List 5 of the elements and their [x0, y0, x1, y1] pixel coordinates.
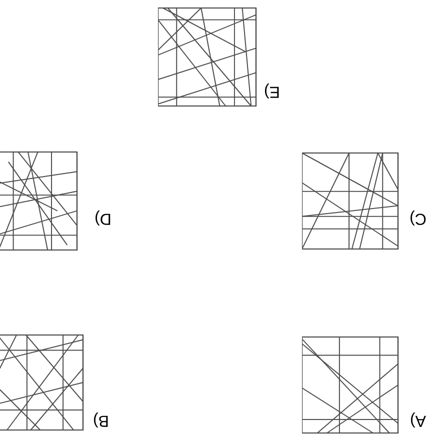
- option-label: A): [411, 412, 426, 428]
- option-label: C): [410, 210, 426, 226]
- option-label: D): [96, 210, 110, 226]
- option-label: B): [94, 412, 108, 428]
- option-label: E): [265, 84, 279, 98]
